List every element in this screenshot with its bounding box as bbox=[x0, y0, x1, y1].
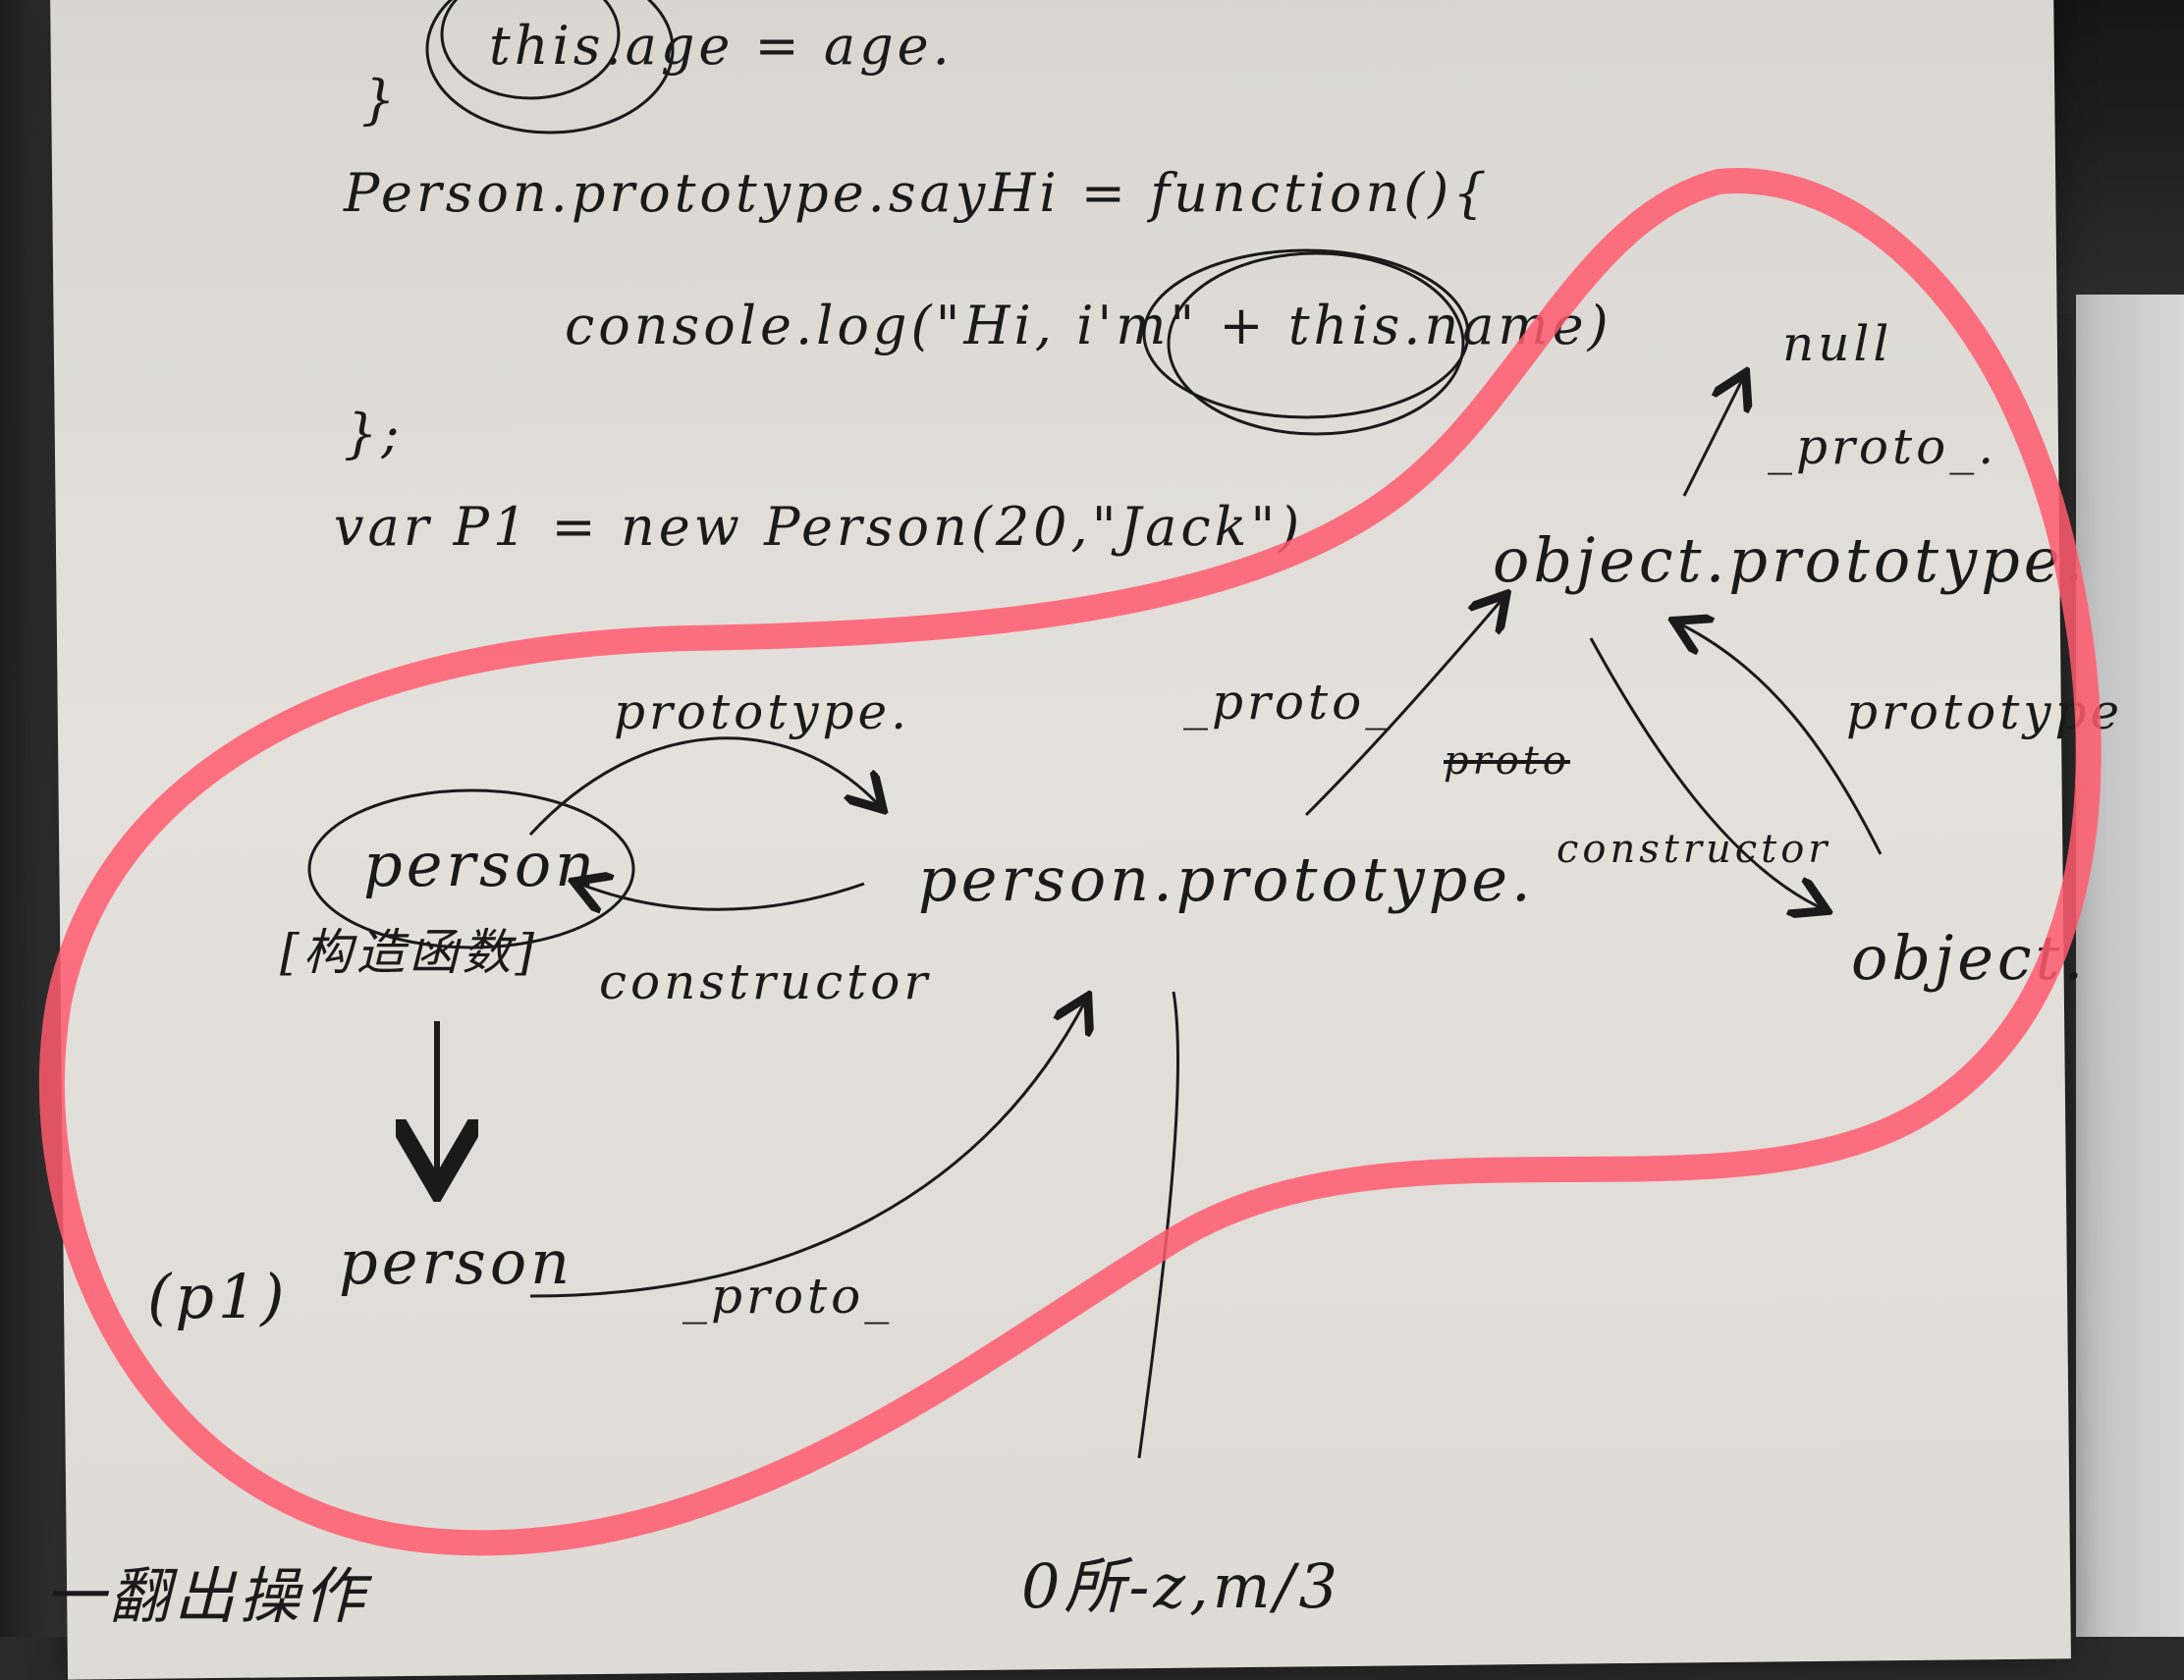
arrow-constructor-right bbox=[1589, 637, 1822, 908]
edge-label-prototype-top: prototype. bbox=[614, 683, 911, 740]
edge-label-proto-mid: _proto_ bbox=[1183, 674, 1394, 731]
edge-label-proto-bottom: _proto_ bbox=[682, 1268, 894, 1325]
stroke-vertical-long bbox=[1137, 991, 1179, 1459]
node-object-prototype: object.prototype. bbox=[1493, 524, 2088, 596]
node-person-constructor-note: [构造函数] bbox=[280, 924, 539, 981]
footer-note-left: 一翻出操作 bbox=[44, 1560, 369, 1632]
circle-this-name-1 bbox=[1142, 248, 1470, 419]
edge-label-constructor-left: constructor bbox=[599, 953, 932, 1010]
arrow-prototype-right bbox=[1679, 623, 1883, 855]
underlying-paper-sheet bbox=[2076, 295, 2184, 1637]
arrow-proto-bottom bbox=[529, 1002, 1085, 1298]
arrow-constructor-left bbox=[579, 884, 865, 909]
code-line-console-log: console.log("Hi, i'm" + this.name) bbox=[565, 295, 1612, 356]
node-person: person bbox=[363, 829, 599, 900]
circle-this-inner bbox=[440, 0, 621, 100]
arrow-proto-null bbox=[1682, 378, 1743, 497]
code-line-brace-close: } bbox=[361, 69, 400, 131]
node-p1-person: person bbox=[339, 1226, 574, 1298]
node-person-prototype: person.prototype. bbox=[918, 843, 1535, 915]
code-line-this-age: this.age = age. bbox=[489, 15, 954, 77]
code-line-prototype-sayhi: Person.prototype.sayHi = function(){ bbox=[344, 162, 1491, 224]
node-p1-prefix: (p1) bbox=[147, 1261, 289, 1332]
edge-label-proto-struck: proto bbox=[1444, 738, 1570, 784]
arrow-prototype-top bbox=[528, 736, 879, 837]
footer-note-date: 0所-z,m/3 bbox=[1021, 1550, 1341, 1622]
diagram-drawing bbox=[39, 0, 2102, 1556]
node-null: null bbox=[1782, 315, 1893, 372]
arrow-proto-mid bbox=[1304, 599, 1502, 817]
highlighter-loop bbox=[39, 168, 2102, 1556]
circle-this-outer bbox=[425, 0, 675, 135]
code-line-var-p1: var P1 = new Person(20,"Jack") bbox=[334, 496, 1304, 558]
edge-label-proto-null: _proto_. bbox=[1768, 418, 1998, 475]
circle-person-node bbox=[307, 788, 635, 949]
circle-this-name-2 bbox=[1167, 251, 1465, 436]
edge-label-constructor-right: constructor bbox=[1556, 827, 1831, 872]
code-line-end-brace: }; bbox=[344, 403, 404, 464]
